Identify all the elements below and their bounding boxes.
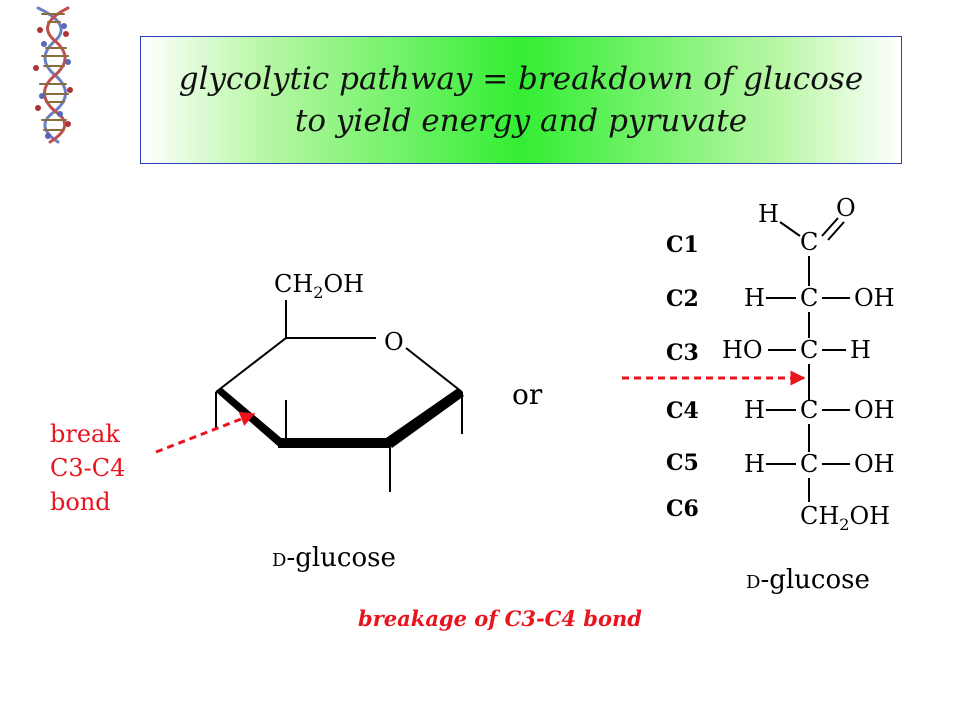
carbon-label-c5: C5 xyxy=(666,450,699,476)
c1-o: O xyxy=(836,194,856,222)
c3-ho: HO xyxy=(722,336,763,364)
ch2oh-oh: OH xyxy=(323,270,364,298)
carbon-label-c1: C1 xyxy=(666,232,699,258)
carbon-label-c4: C4 xyxy=(666,398,699,424)
c2-h: H xyxy=(744,284,765,312)
title-line-2: to yield energy and pyruvate xyxy=(294,103,748,139)
ch2oh-ch: CH xyxy=(274,270,313,298)
carbon-labels: C1 C2 C3 C4 C5 C6 xyxy=(666,232,699,522)
dna-double-helix-icon xyxy=(33,6,73,144)
or-label: or xyxy=(512,378,543,411)
c3-carbon: C xyxy=(800,336,818,364)
break-label-line-1: break xyxy=(50,420,120,448)
c2-oh: OH xyxy=(854,284,895,312)
c4-h: H xyxy=(744,396,765,424)
c2-carbon: C xyxy=(800,284,818,312)
break-label-line-2: C3-C4 xyxy=(50,454,125,482)
svg-text:CH2OH: CH2OH xyxy=(274,270,364,302)
c4-carbon: C xyxy=(800,396,818,424)
break-label: break C3-C4 bond xyxy=(50,420,125,516)
c6-group: CH2OH xyxy=(800,502,890,534)
c1-carbon: C xyxy=(800,228,818,256)
carbon-label-c2: C2 xyxy=(666,286,699,312)
title-banner: glycolytic pathway = breakdown of glucos… xyxy=(140,36,902,164)
c5-oh: OH xyxy=(854,450,895,478)
ch2oh-sub: 2 xyxy=(313,283,323,302)
c3-h: H xyxy=(850,336,871,364)
caption: breakage of C3-C4 bond xyxy=(358,606,642,631)
c5-carbon: C xyxy=(800,450,818,478)
ring-name: D-glucose xyxy=(272,543,396,573)
c4-oh: OH xyxy=(854,396,895,424)
carbon-label-c3: C3 xyxy=(666,340,699,366)
ring-oxygen: O xyxy=(384,328,404,356)
break-label-line-3: bond xyxy=(50,488,111,516)
fischer-projection: H O C H C OH HO C H H C OH H C OH xyxy=(722,194,895,534)
title-line-1: glycolytic pathway = breakdown of glucos… xyxy=(178,61,864,97)
c5-h: H xyxy=(744,450,765,478)
pyranose-ring: CH2OH O xyxy=(215,270,464,492)
c1-h: H xyxy=(758,200,779,228)
chain-name: D-glucose xyxy=(746,565,870,595)
carbon-label-c6: C6 xyxy=(666,496,699,522)
ring-break-arrow xyxy=(155,411,256,454)
